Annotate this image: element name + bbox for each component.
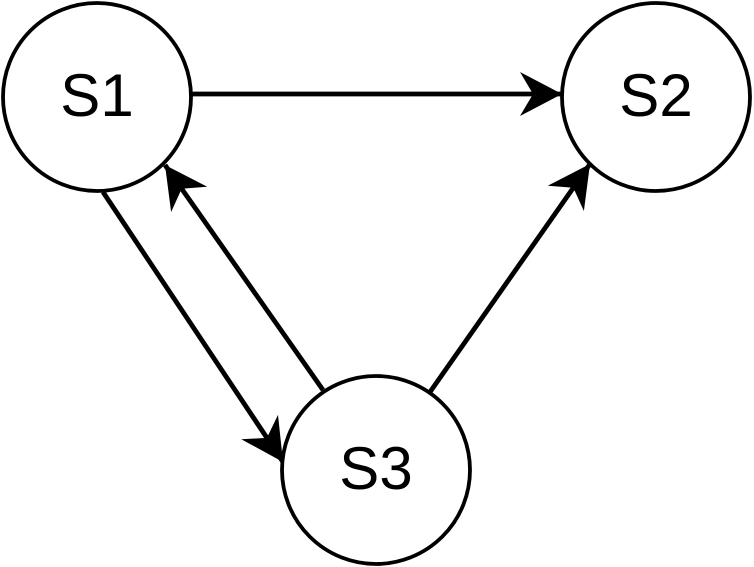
node-s2-circle: [560, 1, 752, 193]
edges-layer: [101, 72, 592, 464]
edge-s3-to-s1: [163, 163, 325, 392]
node-s2: S2: [560, 1, 752, 193]
node-s3-label: S3: [339, 435, 412, 502]
node-s3-circle: [280, 374, 472, 566]
node-s1-circle: [1, 1, 193, 193]
edge-s3-to-s2: [428, 162, 592, 394]
node-s2-label: S2: [619, 62, 692, 129]
node-s1: S1: [1, 1, 193, 193]
node-s3: S3: [280, 374, 472, 566]
edge-s1-to-s3: [101, 190, 285, 464]
node-s1-label: S1: [60, 62, 133, 129]
